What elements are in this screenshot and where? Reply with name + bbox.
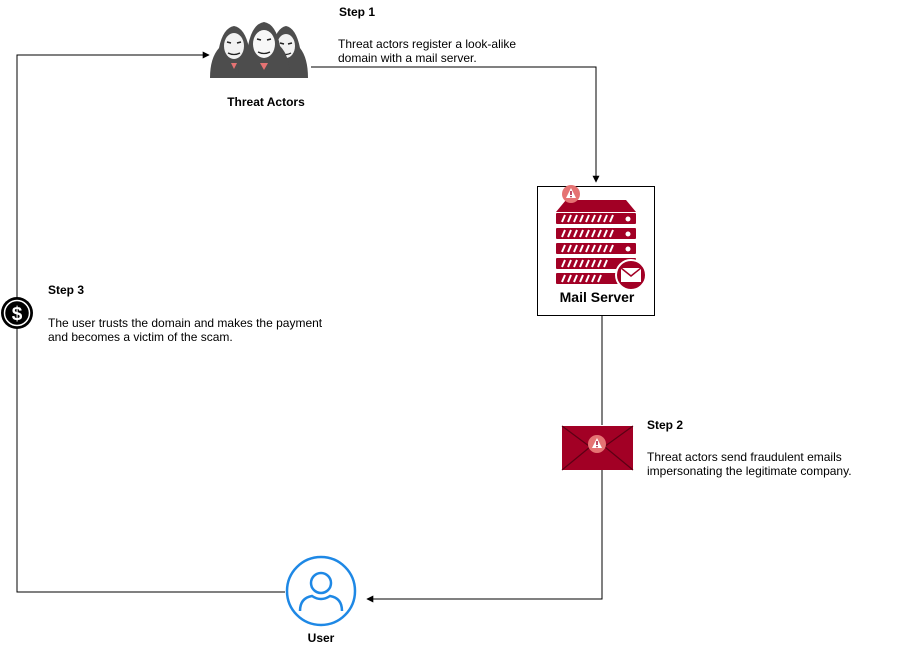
- step-1-title: Step 1: [339, 5, 376, 19]
- step-3-title: Step 3: [48, 283, 85, 297]
- svg-text:$: $: [12, 304, 23, 325]
- mail-server-label: Mail Server: [559, 289, 635, 305]
- user-label: User: [307, 631, 335, 645]
- dollar-coin-icon: $: [1, 297, 33, 329]
- step-2-title: Step 2: [647, 418, 684, 432]
- step-2-description: Threat actors send fraudulent emails imp…: [647, 450, 852, 478]
- edge-actors-to-server: [311, 66, 600, 183]
- warning-badge-icon: [562, 185, 580, 203]
- user-circle-icon: [285, 555, 357, 627]
- warning-envelope-icon: [561, 425, 634, 471]
- threat-actors-label: Threat Actors: [227, 95, 305, 109]
- step-3-description: The user trusts the domain and makes the…: [48, 316, 323, 344]
- anonymous-masks-icon: [210, 22, 308, 78]
- server-stack-icon: [556, 200, 647, 291]
- edge-email-to-user: [366, 470, 603, 603]
- step-1-description: Threat actors register a look-alike doma…: [338, 37, 517, 65]
